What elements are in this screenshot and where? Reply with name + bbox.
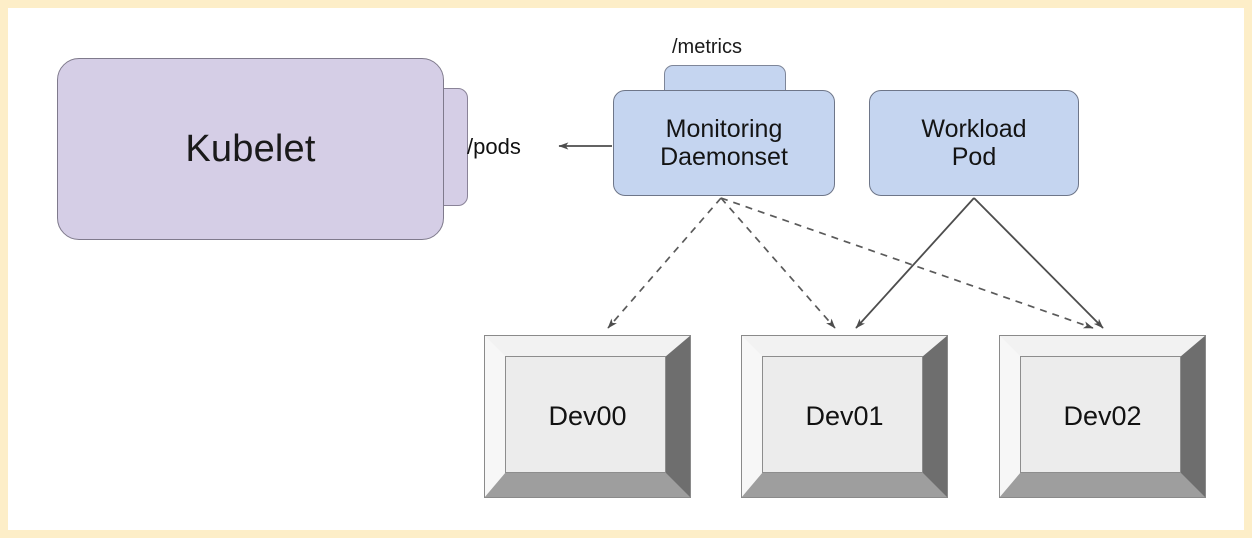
- edge-workload-to-dev01: [855, 197, 975, 329]
- kubelet-label: Kubelet: [185, 127, 316, 170]
- node-device-dev02[interactable]: Dev02: [999, 335, 1206, 498]
- diagram-canvas: Kubelet /pods /metrics Monitoring Daemon…: [8, 8, 1244, 530]
- device-label: Dev00: [548, 401, 627, 431]
- device-inner-face: [1020, 356, 1181, 473]
- node-workload-pod[interactable]: Workload Pod: [869, 90, 1079, 196]
- node-monitoring-daemonset[interactable]: Monitoring Daemonset: [613, 90, 835, 196]
- monitoring-label-line2: Daemonset: [660, 143, 788, 171]
- edge-workload-to-dev02: [973, 197, 1104, 329]
- device-label: Dev01: [805, 401, 884, 431]
- workload-label-line2: Pod: [951, 143, 997, 171]
- edge-monitoring-to-dev00: [607, 197, 722, 329]
- node-device-dev01[interactable]: Dev01: [741, 335, 948, 498]
- monitoring-label-line1: Monitoring: [665, 114, 783, 143]
- edge-label-pods: /pods: [467, 134, 521, 159]
- device-inner-face: [762, 356, 923, 473]
- edge-monitoring-to-dev01: [720, 197, 836, 329]
- device-label: Dev02: [1063, 401, 1142, 431]
- node-kubelet[interactable]: Kubelet: [57, 58, 444, 240]
- workload-label-line1: Workload: [921, 114, 1027, 143]
- device-inner-face: [505, 356, 666, 473]
- metrics-endpoint-label: /metrics: [672, 36, 742, 58]
- node-device-dev00[interactable]: Dev00: [484, 335, 691, 498]
- edge-monitoring-to-dev02: [720, 197, 1094, 329]
